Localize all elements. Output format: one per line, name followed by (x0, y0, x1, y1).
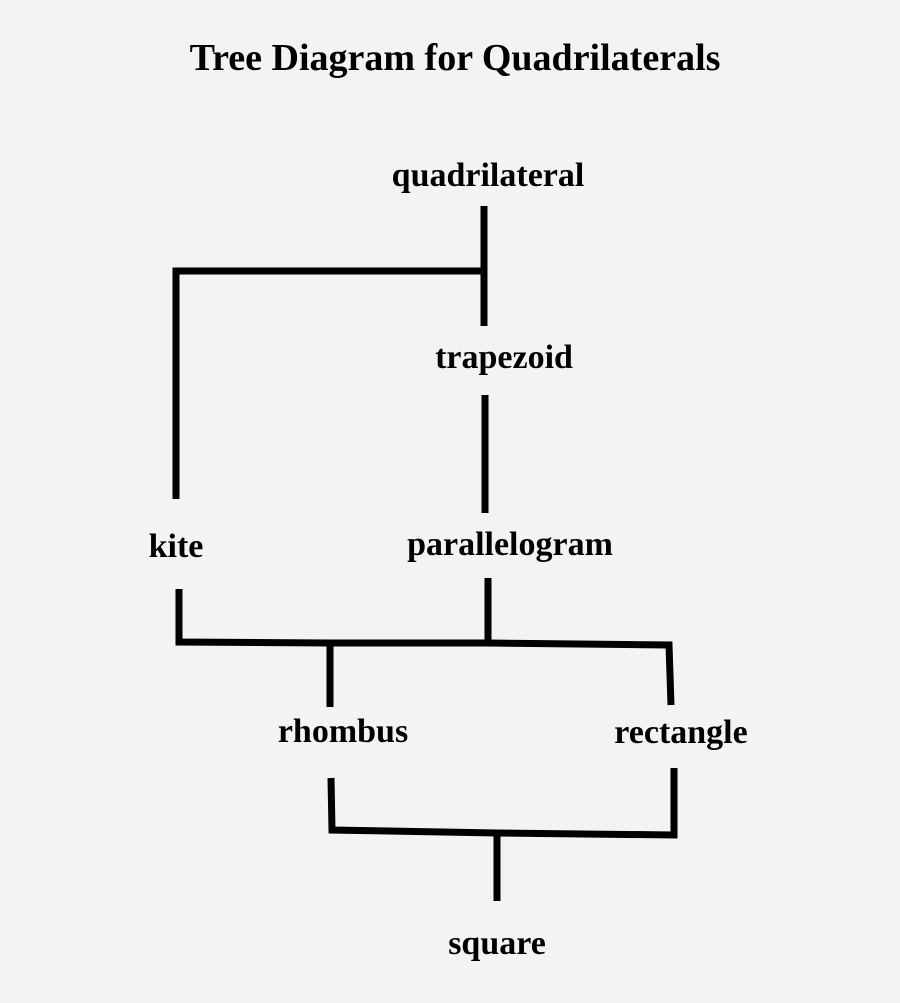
node-parallelogram: parallelogram (407, 526, 613, 563)
edge-parallelogram-rectangle (487, 639, 675, 706)
node-trapezoid: trapezoid (435, 339, 573, 376)
diagram-title: Tree Diagram for Quadrilaterals (190, 37, 721, 79)
node-kite: kite (149, 528, 204, 565)
edge-rectangle-square (496, 768, 678, 839)
node-rhombus: rhombus (278, 713, 408, 750)
node-square: square (448, 925, 546, 962)
node-rectangle: rectangle (614, 714, 747, 751)
edge-rhombus-square (327, 777, 498, 837)
edge-quadrilateral-kite (172, 267, 484, 499)
edge-kite-rhombus (175, 589, 331, 647)
node-quadrilateral: quadrilateral (392, 157, 585, 194)
